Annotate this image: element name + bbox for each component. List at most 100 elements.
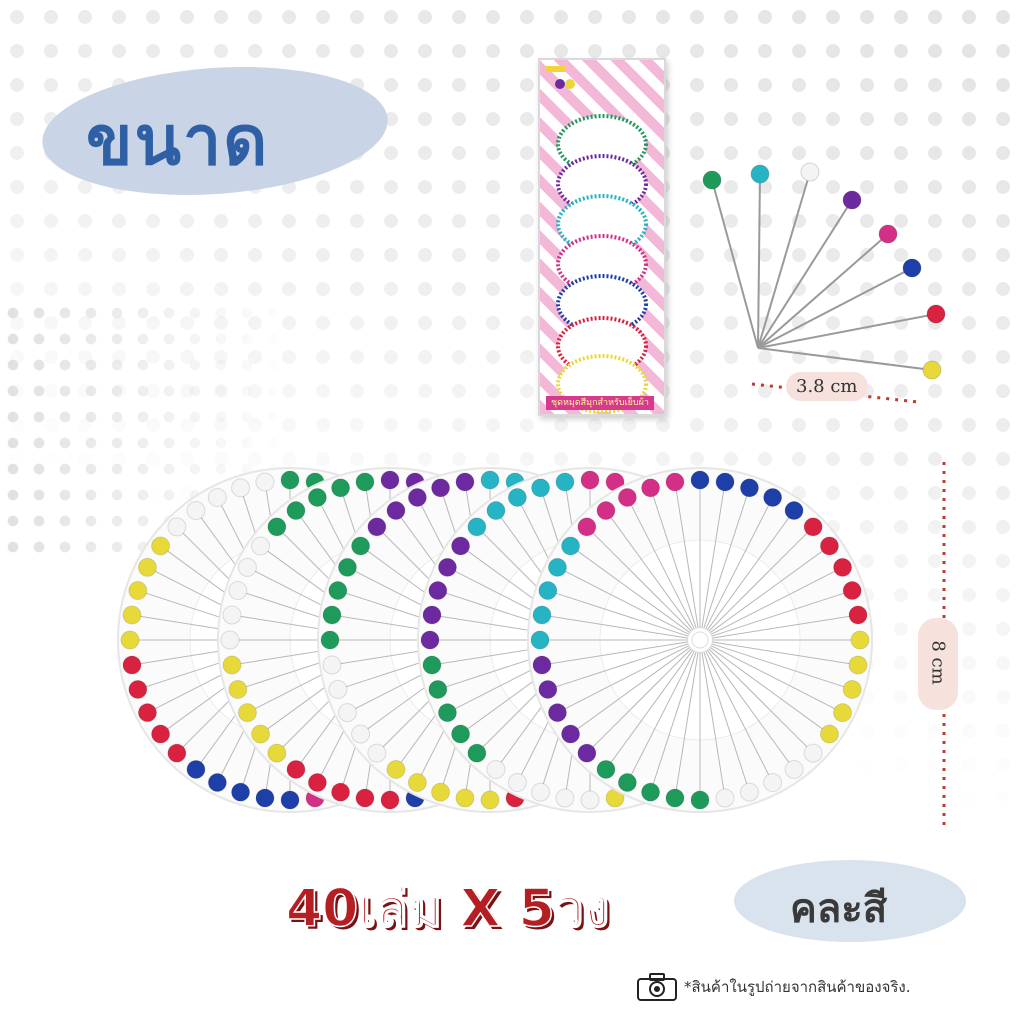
pin-shaft [570, 545, 691, 634]
pin-head [407, 773, 427, 793]
pin-head [451, 536, 471, 556]
pin-head [422, 655, 442, 675]
pin-shaft [570, 646, 691, 735]
pin-shaft [547, 590, 689, 637]
pin-shaft [605, 649, 694, 770]
pin-head [507, 487, 527, 507]
pin-head [251, 536, 271, 556]
pin-wheels-image [117, 467, 873, 813]
pin-head [561, 536, 581, 556]
pin-head [122, 655, 142, 675]
pin-head [580, 470, 600, 490]
pin-head [577, 517, 597, 537]
pin-head [902, 258, 922, 278]
pin-length-label: 3.8 cm [786, 372, 868, 401]
pin-head [255, 788, 275, 808]
pin-head [231, 478, 251, 498]
pin-shaft [757, 173, 761, 349]
pin-head [803, 517, 823, 537]
pin-head [307, 487, 327, 507]
pin-head [850, 630, 870, 650]
pin-head [803, 743, 823, 763]
pin-shaft [706, 510, 795, 631]
pin-shaft [706, 649, 795, 770]
camera-icon [637, 973, 677, 1001]
pin-head [331, 782, 351, 802]
pin-head [842, 679, 862, 699]
pin-head [532, 605, 552, 625]
pin-shaft [541, 614, 689, 639]
pin-head [431, 782, 451, 802]
pin-head [386, 759, 406, 779]
pin-head [222, 655, 242, 675]
pin-shaft [586, 648, 692, 754]
pin-shaft [586, 526, 692, 632]
pin-head [128, 581, 148, 601]
pin-head [878, 224, 898, 244]
pin-head [307, 773, 327, 793]
pin-head [833, 703, 853, 723]
pin-head [926, 304, 946, 324]
pin-head [320, 630, 340, 650]
pin-head [467, 517, 487, 537]
pin-head [763, 773, 783, 793]
pin-shaft [711, 614, 859, 639]
pin-shaft [709, 545, 830, 634]
pin-head [451, 724, 471, 744]
pin-head [367, 743, 387, 763]
pin-shaft [541, 641, 689, 666]
pin-shaft [705, 650, 774, 783]
quantity-text: 40เล่ม X 5วง [285, 878, 610, 940]
pin-head [486, 759, 506, 779]
pin-head [784, 759, 804, 779]
pin-shaft [703, 487, 750, 629]
pin-shaft [757, 313, 937, 349]
pin-shaft [605, 510, 694, 631]
pin-head [428, 679, 448, 699]
pin-head [386, 501, 406, 521]
pin-head [848, 655, 868, 675]
product-package-image: ชุดหมุดสีมุกสำหรับเย็บผ้า [538, 58, 666, 416]
pin-head [596, 501, 616, 521]
pin-head [355, 788, 375, 808]
pin-shaft [708, 648, 814, 754]
pin-head [739, 478, 759, 498]
mixed-color-badge [734, 860, 966, 942]
package-logo [546, 66, 566, 72]
pin-shaft [757, 347, 933, 371]
pin-head [848, 605, 868, 625]
pin-head [128, 679, 148, 699]
pin-head [237, 557, 257, 577]
pin-head [467, 743, 487, 763]
pin-shaft [757, 199, 853, 349]
pin-head [267, 517, 287, 537]
photo-note: *สินค้าในรูปถ่ายจากสินค้าของจริง. [636, 972, 1008, 1002]
pin-head [351, 724, 371, 744]
pin-head [507, 773, 527, 793]
pin-head [702, 170, 722, 190]
pin-head [167, 517, 187, 537]
pin-head [641, 782, 661, 802]
pin-shaft [701, 481, 726, 629]
pin-head [665, 472, 685, 492]
pin-head [715, 788, 735, 808]
pin-head [422, 605, 442, 625]
headline-title: ขนาด [86, 102, 270, 181]
pin-head [151, 724, 171, 744]
pin-wheel-hub [691, 631, 709, 649]
pin-head [151, 536, 171, 556]
pin-head [715, 472, 735, 492]
pin-head [337, 557, 357, 577]
pin-head [267, 743, 287, 763]
wheel-diameter-label: 8 cm [918, 618, 958, 710]
pin-head [407, 487, 427, 507]
pin-shaft [710, 645, 843, 714]
pin-shaft [626, 497, 695, 630]
pin-shaft [711, 590, 853, 637]
pin-shaft [711, 641, 859, 666]
pin-head [328, 581, 348, 601]
pin-head [420, 630, 440, 650]
pin-head [167, 743, 187, 763]
pin-head [480, 790, 500, 810]
